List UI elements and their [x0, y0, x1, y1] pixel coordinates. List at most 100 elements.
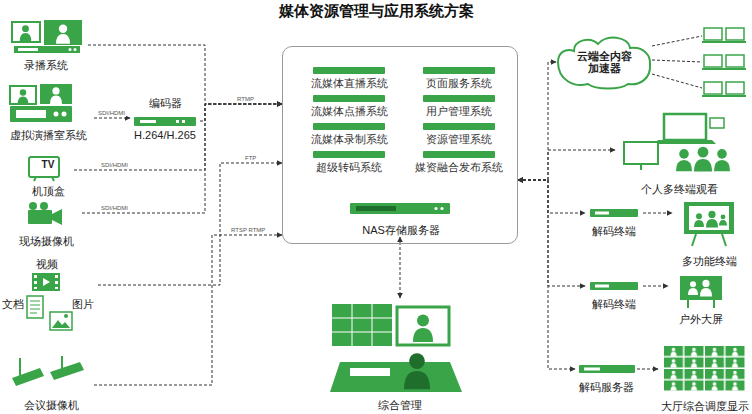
edge-label: FTP	[244, 155, 257, 162]
cloud-terminals-icon-part	[652, 36, 702, 46]
decoder-devices-part	[590, 282, 638, 290]
cloud-terminals-icon-part	[726, 55, 744, 67]
connector	[518, 150, 615, 180]
media-files-icon-part	[52, 320, 70, 328]
node-label: 页面服务系统	[426, 77, 492, 89]
personal-devices-icon-part	[654, 140, 716, 144]
virtual-studio-icon-part	[62, 112, 67, 117]
node-label: 会议摄像机	[24, 399, 79, 411]
node-label: 录播系统	[24, 59, 68, 71]
connector	[88, 45, 282, 104]
node-label: 多功能终端	[682, 255, 737, 267]
camera-icon-part	[28, 210, 52, 224]
connector	[400, 237, 401, 298]
camera-icon	[28, 202, 62, 225]
node-label: 编码器	[149, 97, 182, 109]
control-desk-icon	[330, 304, 462, 392]
connector	[82, 104, 282, 213]
outdoor-screen-icon-part	[688, 281, 698, 295]
nas-server-icon-part	[350, 203, 450, 214]
media-files-icon-part	[30, 309, 40, 310]
connector	[98, 163, 282, 285]
node-label: 大厅综合调度显示	[661, 400, 749, 412]
decoder-node: 解码终端	[585, 206, 643, 238]
cloud-terminals-icon-part	[724, 41, 746, 43]
media-files-icon-part	[30, 305, 40, 306]
system-bar: 流媒体录制系统	[299, 123, 399, 147]
node-label: 解码终端	[592, 298, 636, 310]
connector	[518, 180, 585, 286]
personal-devices-icon-part	[714, 149, 730, 171]
recording-icon-part	[18, 48, 38, 51]
system-bar: 页面服务系统	[409, 67, 509, 91]
control-desk-icon-part	[330, 362, 462, 392]
media-files-icon-part	[55, 287, 58, 289]
node-label: 解码终端	[592, 225, 636, 237]
node-label: 户外大屏	[679, 313, 723, 325]
terminal-node: 户外大屏	[668, 272, 734, 326]
media-files-icon-part	[64, 314, 68, 318]
tv-icon-part	[34, 177, 36, 181]
node-label: 超级转码系统	[316, 161, 382, 173]
cloud-terminals-icon-part	[726, 82, 744, 94]
nas-server-icon-part	[440, 207, 443, 210]
system-strip	[313, 123, 385, 130]
source-node: 虚拟演播室系统	[2, 84, 94, 142]
video-wall-icon	[664, 346, 746, 392]
node-label: 流媒体点播系统	[311, 105, 388, 117]
source-node: 视频文档图片	[2, 258, 98, 336]
recording-icon-part	[56, 24, 70, 43]
nas-server-icon-part	[356, 206, 396, 211]
media-files-icon-part	[34, 281, 37, 284]
node-label: 云端全内容 加速器	[571, 50, 637, 74]
node-label: 流媒体录制系统	[311, 133, 388, 145]
cctv-icon-part	[12, 368, 44, 386]
media-files-icon-part	[27, 296, 43, 318]
cloud-terminals-icon-part	[702, 41, 724, 43]
encoder-device-part	[134, 117, 196, 126]
edge-label: SDI/HDMI	[100, 162, 129, 169]
virtual-studio-icon	[10, 84, 72, 122]
media-files-icon-part	[34, 275, 37, 278]
personal-devices-icon-part	[624, 142, 658, 164]
virtual-studio-icon-part	[10, 106, 72, 122]
media-files-icon	[27, 273, 72, 330]
system-strip	[313, 95, 385, 102]
outdoor-screen-icon-part	[687, 300, 689, 308]
tv-icon	[29, 157, 59, 181]
cloud-terminals-icon-part	[652, 60, 702, 62]
edge-label: SDI/HDMI	[100, 205, 129, 212]
edge-label: SDI/HDMI	[97, 110, 126, 117]
media-files-icon-part	[34, 287, 37, 289]
node-label: 用户管理系统	[426, 105, 492, 117]
connector	[643, 213, 672, 214]
node-label: 资源管理系统	[426, 133, 492, 145]
control-desk-icon-part	[404, 353, 430, 389]
recording-icon-part	[12, 22, 40, 42]
node-label: 媒资融合发布系统	[415, 161, 503, 173]
outdoor-screen-icon-part	[680, 276, 722, 300]
media-files-icon-part	[30, 301, 40, 302]
virtual-studio-icon-part	[50, 87, 62, 104]
tv-icon-part	[29, 157, 59, 177]
system-bar: 流媒体点播系统	[299, 95, 399, 119]
cloud-terminals-icon-part	[704, 28, 722, 40]
management-node: 综合管理	[330, 298, 470, 412]
multifunction-terminal-icon-part	[719, 215, 727, 226]
personal-devices-icon-part	[710, 118, 724, 128]
cloud-shape	[558, 38, 650, 89]
cctv-icon-part	[19, 358, 21, 376]
terminal-node: 个人多终端观看	[615, 108, 743, 196]
recording-icon	[12, 20, 82, 53]
source-node: 现场摄像机	[10, 202, 82, 248]
outdoor-screen-icon	[680, 276, 722, 308]
multifunction-terminal-icon-part	[722, 234, 726, 246]
decoder-devices-part	[584, 368, 600, 371]
terminal-node: 大厅综合调度显示	[658, 343, 752, 413]
cloud-terminals-icon-part	[704, 82, 722, 94]
system-bar: 媒资融合发布系统	[409, 151, 509, 175]
multifunction-terminal-icon-part	[689, 206, 729, 230]
system-bar: 超级转码系统	[299, 151, 399, 175]
camera-icon-part	[52, 209, 62, 225]
